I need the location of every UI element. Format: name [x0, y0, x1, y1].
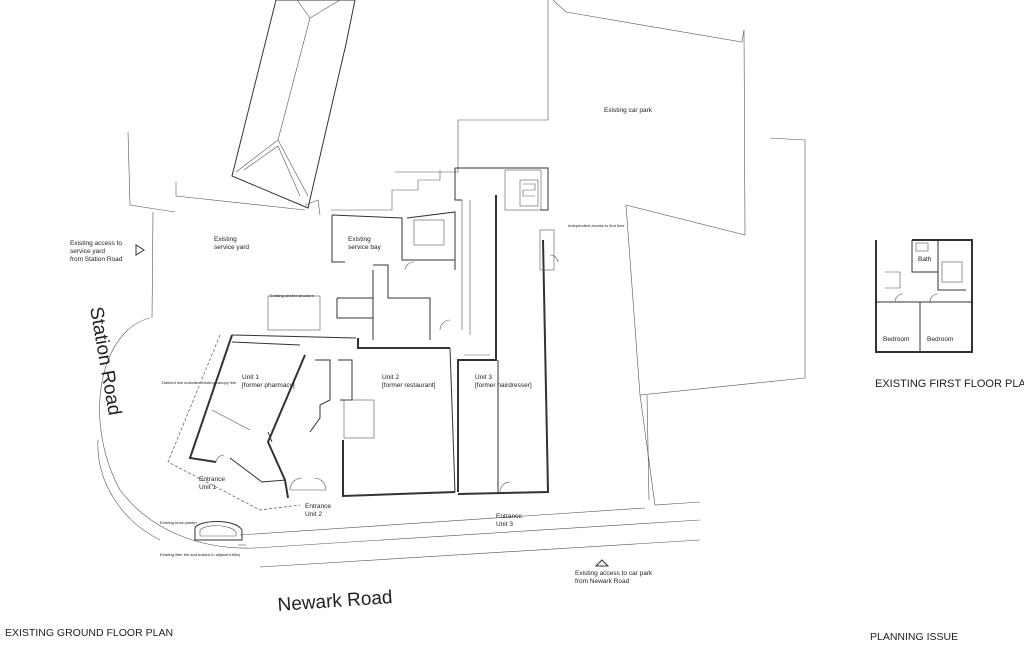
- label-entrance-unit3-1: Entrance: [496, 513, 522, 520]
- rear-service-rooms: [267, 167, 559, 340]
- roads: [97, 317, 701, 568]
- service-yard-access-arrow: [135, 244, 145, 256]
- label-canopy-note: Dashed line indicates existing canopy li…: [162, 380, 237, 385]
- label-unit3-1: Unit 3: [475, 374, 492, 381]
- site-boundaries: [127, 0, 806, 506]
- unit3-plan: [457, 195, 550, 495]
- label-entrance-unit1-1: Entrance: [199, 476, 225, 483]
- label-bath: Bath: [918, 256, 932, 263]
- label-entrance-unit3-2: Unit 3: [496, 521, 513, 528]
- car-park-access-arrow: [594, 559, 610, 567]
- label-bedroom-left: Bedroom: [883, 336, 909, 343]
- label-entrance-unit2-1: Entrance: [305, 503, 331, 510]
- label-existing-service-yard-2: service yard: [214, 244, 249, 251]
- label-existing-service-bay-1: Existing: [348, 236, 371, 243]
- label-litter-bin: Existing litter bin and bollard to adjac…: [160, 552, 240, 557]
- label-station-road: Station Road: [85, 305, 125, 417]
- label-existing-access-service-yard-3: from Station Road: [70, 256, 123, 263]
- first-floor-plan: [875, 239, 973, 353]
- label-brick-planter: Existing brick planter: [160, 520, 198, 525]
- label-unit1-2: [former pharmacy]: [242, 382, 295, 389]
- label-existing-service-bay-2: service bay: [348, 244, 382, 251]
- label-existing-access-car-park-2: from Newark Road: [575, 578, 630, 585]
- label-entrance-unit1-2: Unit 1: [199, 484, 216, 491]
- neighbouring-building: [231, 0, 356, 209]
- caption-planning-issue: PLANNING ISSUE: [870, 631, 958, 643]
- caption-first-floor: EXISTING FIRST FLOOR PLAN: [875, 378, 1024, 390]
- label-unit1-1: Unit 1: [242, 374, 259, 381]
- label-existing-car-park: Existing car park: [604, 107, 653, 114]
- caption-ground-floor: EXISTING GROUND FLOOR PLAN: [5, 627, 173, 639]
- label-unit3-2: [former hairdresser]: [475, 382, 532, 389]
- label-newark-road: Newark Road: [277, 587, 393, 616]
- unit1-plan: [188, 334, 357, 499]
- label-bedroom-right: Bedroom: [927, 336, 953, 343]
- label-existing-access-car-park-1: Existing access to car park: [575, 570, 653, 577]
- label-existing-service-yard-1: Existing: [214, 236, 237, 243]
- label-unit2-1: Unit 2: [382, 374, 399, 381]
- label-unit2-2: [former restaurant]: [382, 382, 436, 389]
- brick-planter: [194, 521, 246, 546]
- label-entrance-unit2-2: Unit 2: [305, 511, 322, 518]
- canopy-line: [167, 334, 301, 511]
- label-existing-access-service-yard-1: Existing access to: [70, 240, 122, 247]
- label-independent-access: Independent access to first floor: [568, 223, 625, 228]
- label-existing-shelter: Existing shelter structure: [270, 293, 315, 298]
- unit2-plan: [289, 338, 456, 498]
- label-existing-access-service-yard-2: service yard: [70, 248, 105, 255]
